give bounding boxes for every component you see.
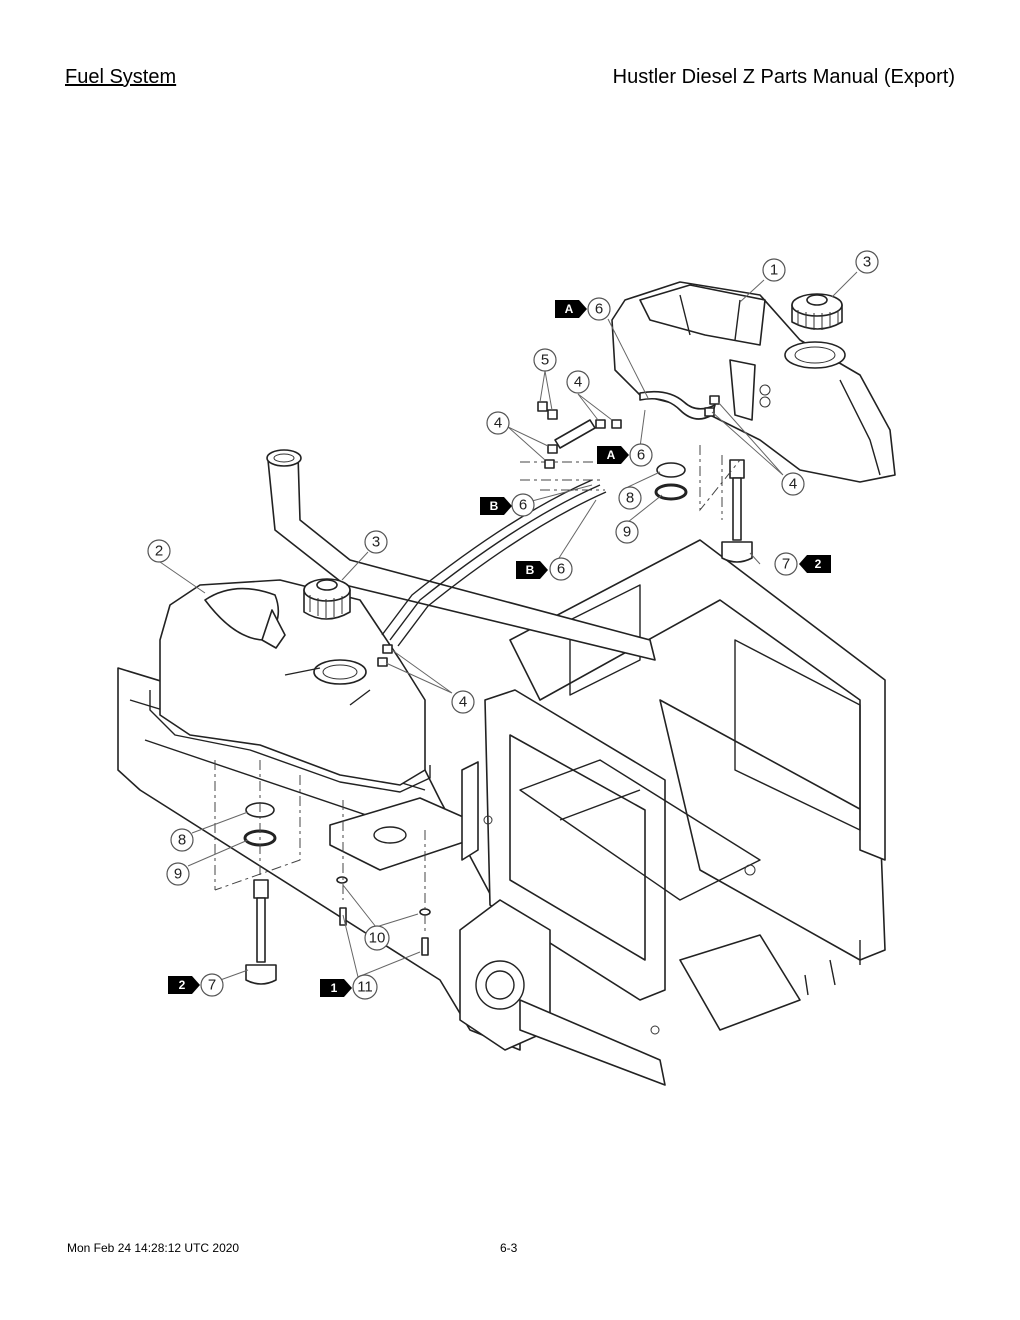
- svg-text:6: 6: [637, 447, 645, 464]
- footer-page-number: 6-3: [500, 1241, 518, 1255]
- callout-4-lower: 4: [451, 690, 475, 714]
- flag-B-lower: B: [516, 561, 548, 579]
- svg-text:11: 11: [357, 979, 373, 996]
- callout-9-upper: 9: [615, 520, 639, 544]
- flag-B-upper: B: [480, 497, 512, 515]
- svg-text:8: 8: [178, 832, 186, 849]
- svg-text:B: B: [490, 499, 499, 513]
- svg-text:2: 2: [815, 557, 822, 571]
- manual-title: Hustler Diesel Z Parts Manual (Export): [612, 66, 955, 88]
- leader-lines: [159, 271, 858, 984]
- tank-mount-bracket: [329, 761, 479, 871]
- callout-8-upper: 8: [618, 486, 642, 510]
- callout-7-right: 7: [774, 552, 798, 576]
- callout-6-b-upper: 6: [511, 493, 535, 517]
- callout-5: 5: [533, 348, 557, 372]
- filler-neck-tube: [266, 449, 656, 661]
- svg-text:6: 6: [519, 497, 527, 514]
- fuel-tank-left: [149, 579, 431, 793]
- callout-10: 10: [364, 925, 390, 951]
- fuel-tank-right: [611, 281, 896, 483]
- callout-6-a-upper: 6: [587, 297, 611, 321]
- svg-text:B: B: [526, 563, 535, 577]
- callout-3-right: 3: [855, 250, 879, 274]
- svg-text:2: 2: [179, 978, 186, 992]
- callout-9-lower: 9: [166, 862, 190, 886]
- section-title: Fuel System: [65, 66, 177, 88]
- svg-text:A: A: [565, 302, 574, 316]
- svg-text:4: 4: [574, 374, 582, 391]
- svg-text:8: 8: [626, 490, 634, 507]
- svg-text:1: 1: [331, 981, 338, 995]
- fuel-cap-right: [791, 293, 843, 330]
- alignment-lines: [214, 445, 741, 935]
- hose-fittings: [377, 395, 720, 667]
- svg-text:9: 9: [174, 866, 182, 883]
- fuel-senders: [245, 459, 753, 985]
- svg-text:A: A: [607, 448, 616, 462]
- callout-6-b-lower: 6: [549, 557, 573, 581]
- flag-A-lower: A: [597, 446, 629, 464]
- svg-text:7: 7: [782, 556, 790, 573]
- svg-text:9: 9: [623, 524, 631, 541]
- callout-8-lower: 8: [170, 828, 194, 852]
- callout-3-left: 3: [364, 530, 388, 554]
- fuel-cap-left: [303, 578, 351, 620]
- flag-1: 1: [320, 979, 352, 997]
- flag-A-upper: A: [555, 300, 587, 318]
- svg-text:4: 4: [494, 415, 502, 432]
- footer-timestamp: Mon Feb 24 14:28:12 UTC 2020: [67, 1241, 240, 1255]
- flag-2-left: 2: [168, 976, 200, 994]
- callout-4-left: 4: [486, 411, 510, 435]
- callout-7-left: 7: [200, 973, 224, 997]
- svg-text:7: 7: [208, 977, 216, 994]
- svg-text:4: 4: [459, 694, 467, 711]
- callout-4-upper: 4: [566, 370, 590, 394]
- svg-text:3: 3: [863, 254, 871, 271]
- svg-text:2: 2: [155, 543, 163, 560]
- svg-text:3: 3: [372, 534, 380, 551]
- flag-2-right: 2: [799, 555, 831, 573]
- svg-text:1: 1: [770, 262, 778, 279]
- callout-11: 11: [352, 974, 378, 1000]
- svg-text:4: 4: [789, 476, 797, 493]
- svg-text:6: 6: [557, 561, 565, 578]
- svg-text:6: 6: [595, 301, 603, 318]
- callout-4-right: 4: [781, 472, 805, 496]
- callout-6-a-lower: 6: [629, 443, 653, 467]
- callout-2: 2: [147, 539, 171, 563]
- svg-text:5: 5: [541, 352, 549, 369]
- svg-text:10: 10: [369, 930, 386, 947]
- callout-1: 1: [762, 258, 786, 282]
- fuel-hoses: [381, 390, 716, 647]
